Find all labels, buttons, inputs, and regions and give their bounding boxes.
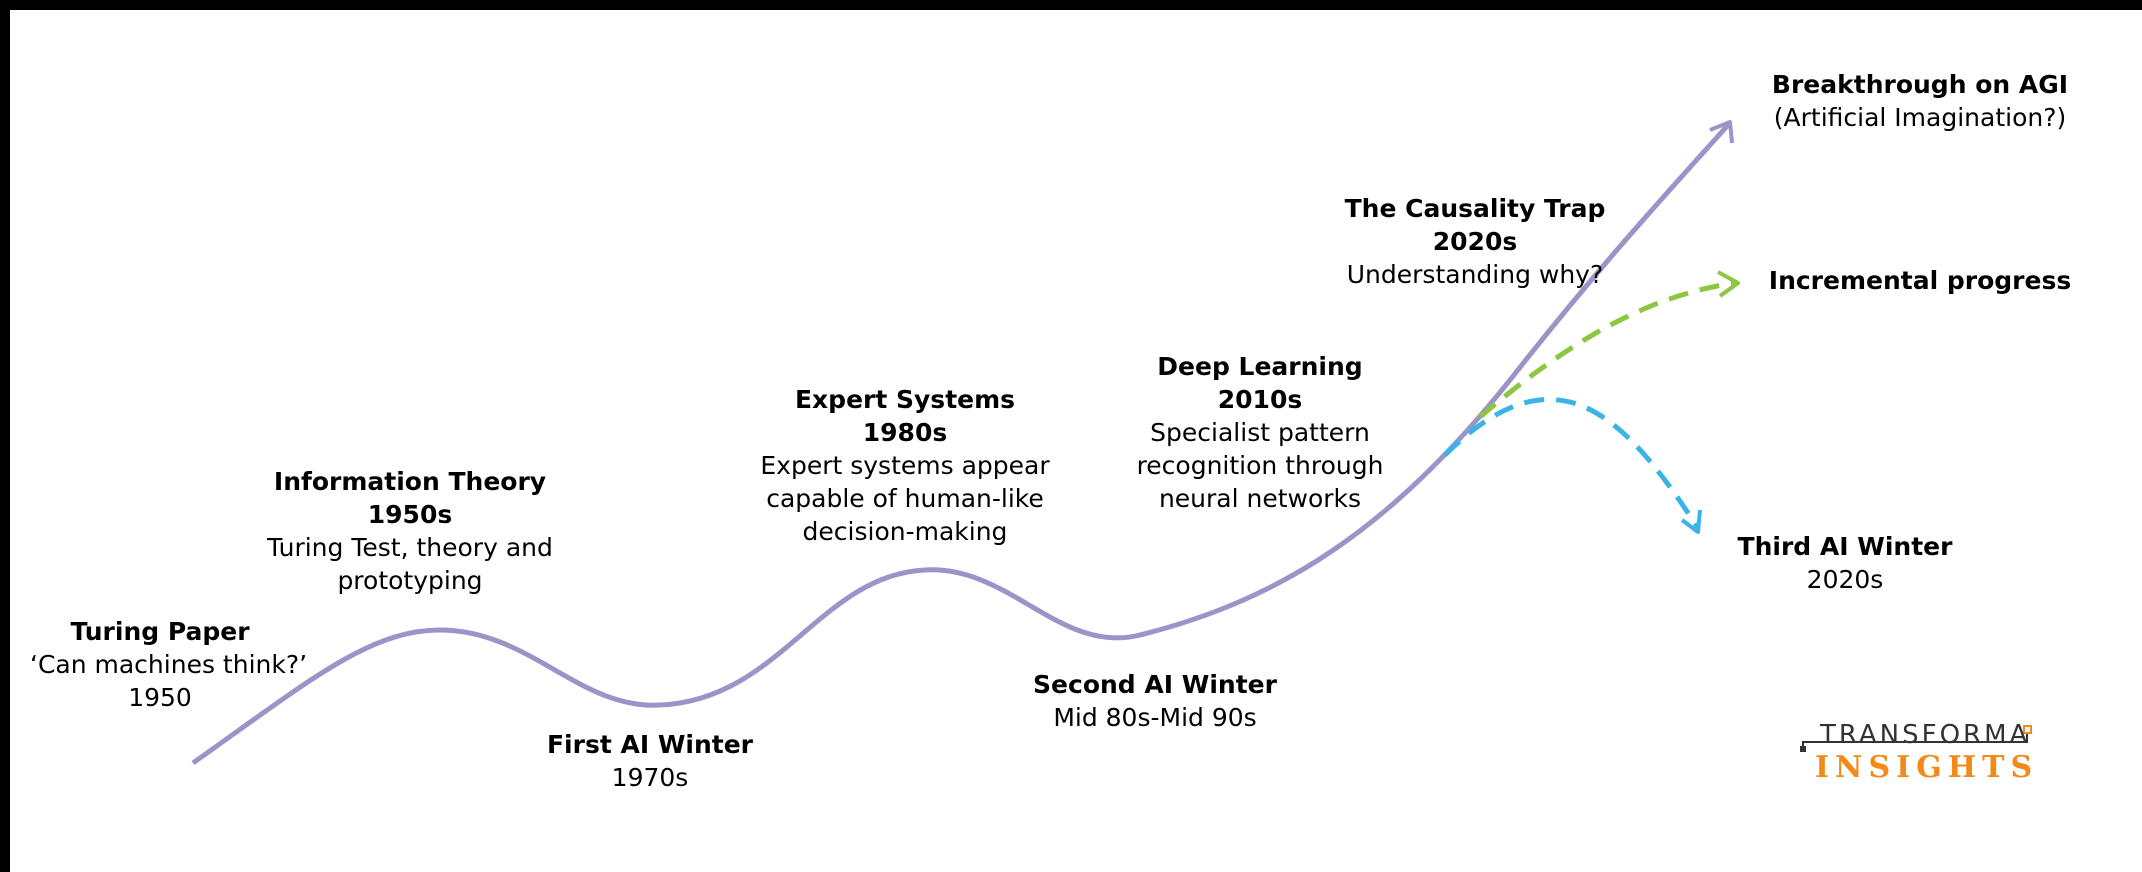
third-winter-path: [1443, 397, 1701, 530]
deep-learning-label: Deep Learning 2010s Specialist pattern r…: [1125, 350, 1395, 515]
information-theory-label: Information Theory 1950s Turing Test, th…: [250, 465, 570, 597]
third-winter-arrowhead: [1680, 509, 1702, 534]
first-ai-winter-year: 1970s: [611, 763, 689, 792]
expert-systems-desc-1: Expert systems appear: [760, 451, 1050, 480]
incremental-progress-title: Incremental progress: [1768, 266, 2072, 295]
agi-title: Breakthrough on AGI: [1771, 70, 2069, 99]
main-progress-curve: [191, 123, 1730, 766]
second-ai-winter-title: Second AI Winter: [1033, 670, 1277, 699]
information-theory-year: 1950s: [367, 500, 453, 529]
second-ai-winter-year: Mid 80s-Mid 90s: [1053, 703, 1257, 732]
first-ai-winter-title: First AI Winter: [546, 730, 754, 759]
turing-paper-label: Turing Paper ‘Can machines think?’ 1950: [30, 615, 308, 714]
deep-learning-desc-2: recognition through: [1136, 451, 1384, 480]
logo-bracket-icon: [1800, 725, 2032, 752]
turing-paper-year: 1950: [128, 683, 192, 712]
hype-cycle-curves: [191, 120, 1740, 766]
information-theory-desc-2: prototyping: [337, 566, 483, 595]
logo-insights-text: INSIGHTS: [1815, 750, 2039, 785]
third-ai-winter-title: Third AI Winter: [1737, 532, 1953, 561]
second-ai-winter-label: Second AI Winter Mid 80s-Mid 90s: [1015, 668, 1295, 734]
agi-desc: (Artificial Imagination?): [1773, 103, 2067, 132]
information-theory-desc-1: Turing Test, theory and: [267, 533, 553, 562]
expert-systems-label: Expert Systems 1980s Expert systems appe…: [755, 383, 1055, 548]
logo-transforma-text: TRANSFORMA: [1820, 720, 2031, 750]
incremental-progress-label: Incremental progress: [1755, 264, 2085, 297]
deep-learning-desc-1: Specialist pattern: [1150, 418, 1370, 447]
transforma-insights-logo: TRANSFORMA INSIGHTS: [1795, 720, 2050, 790]
deep-learning-year: 2010s: [1217, 385, 1303, 414]
expert-systems-title: Expert Systems: [794, 385, 1016, 414]
deep-learning-desc-3: neural networks: [1158, 484, 1362, 513]
first-ai-winter-label: First AI Winter 1970s: [530, 728, 770, 794]
third-ai-winter-year: 2020s: [1806, 565, 1884, 594]
deep-learning-title: Deep Learning: [1157, 352, 1363, 381]
agi-label: Breakthrough on AGI (Artificial Imaginat…: [1755, 68, 2085, 134]
causality-trap-desc: Understanding why?: [1346, 260, 1604, 289]
expert-systems-desc-2: capable of human-like: [766, 484, 1044, 513]
incremental-arrowhead: [1717, 270, 1740, 298]
agi-arrowhead: [1709, 120, 1734, 144]
causality-trap-title: The Causality Trap: [1344, 194, 1606, 223]
causality-trap-label: The Causality Trap 2020s Understanding w…: [1325, 192, 1625, 291]
expert-systems-desc-3: decision-making: [802, 517, 1008, 546]
expert-systems-year: 1980s: [862, 418, 948, 447]
third-ai-winter-label: Third AI Winter 2020s: [1725, 530, 1965, 596]
information-theory-title: Information Theory: [273, 467, 547, 496]
turing-paper-title: Turing Paper: [70, 617, 250, 646]
incremental-progress-path: [1478, 280, 1736, 419]
causality-trap-year: 2020s: [1432, 227, 1518, 256]
diagram-canvas: Turing Paper ‘Can machines think?’ 1950 …: [10, 10, 2142, 872]
turing-paper-desc: ‘Can machines think?’: [30, 650, 308, 679]
